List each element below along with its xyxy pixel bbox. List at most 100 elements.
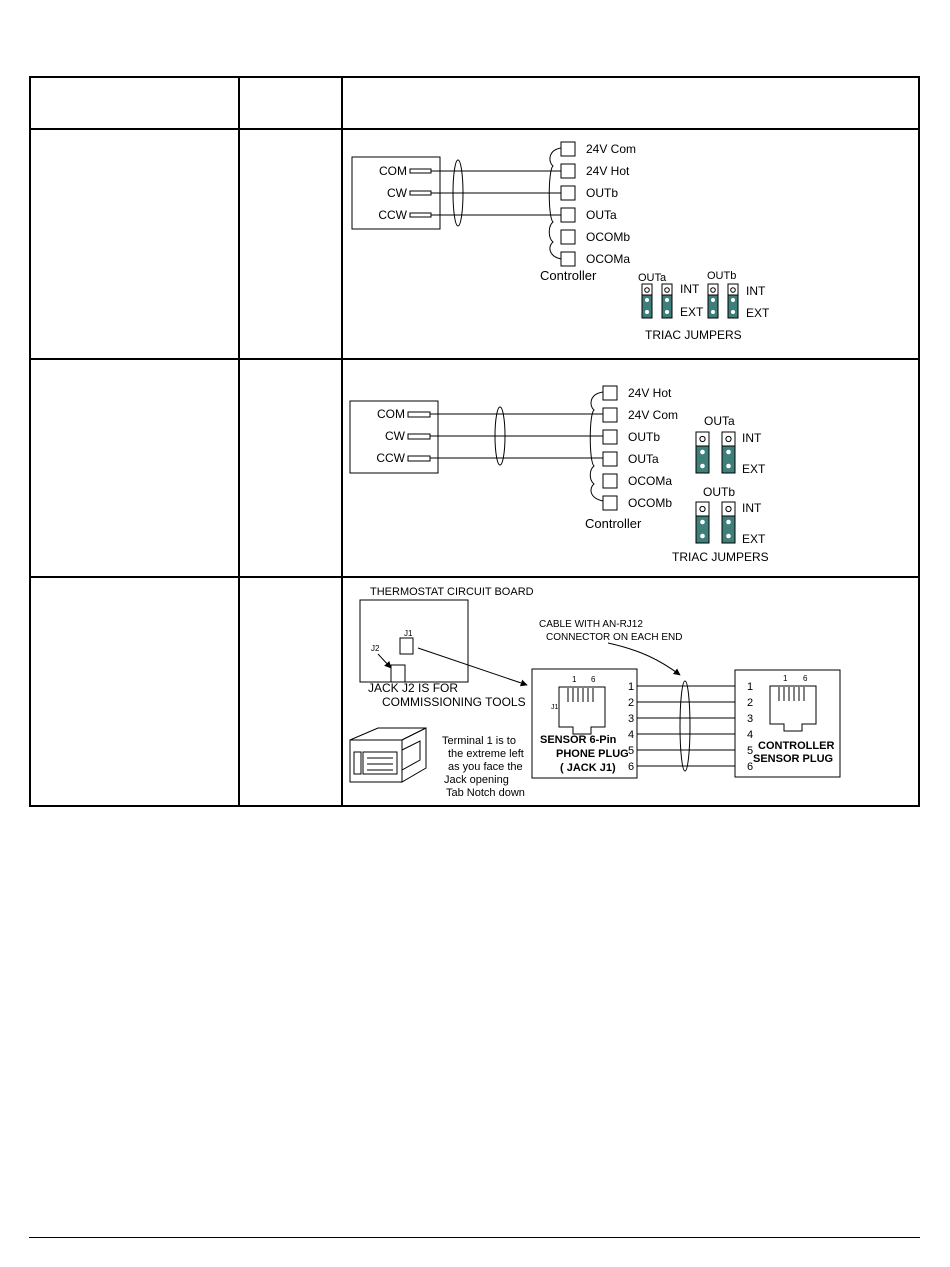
triac-jumper-a1 <box>695 431 710 474</box>
terminal-note-1: Terminal 1 is to <box>442 735 516 747</box>
actuator-wiring-diagram-1: COM CW CCW 24V Com 24V Hot OUTb OUTa OCO… <box>351 141 770 342</box>
terminal-label-6: OCOMa <box>586 252 630 266</box>
pin-6-top-label-controller: 6 <box>803 674 808 683</box>
jumper-group-b-label: OUTb <box>707 270 736 282</box>
sensor-phone-plug: 1 6 J1 SENSOR 6-Pin PHONE PLUG ( JACK J1… <box>531 668 638 779</box>
jumper-shunt <box>695 445 710 474</box>
wire-label-com: COM <box>377 407 405 421</box>
cable-note-pointer <box>607 642 681 676</box>
cable-bundle <box>452 159 464 227</box>
terminal-box-1 <box>560 141 576 157</box>
wire-label-ccw: CCW <box>376 451 405 465</box>
terminal-label-4: OUTa <box>628 452 659 466</box>
column-divider-1 <box>238 78 240 805</box>
thermostat-circuit-board <box>359 599 469 683</box>
board-title: THERMOSTAT CIRCUIT BOARD <box>370 586 534 598</box>
socket-contacts <box>778 687 805 701</box>
j1-label: J1 <box>404 629 413 638</box>
terminal-note-2: the extreme left <box>448 748 524 760</box>
ext-label-b: EXT <box>742 532 766 546</box>
sensor-pin-2: 2 <box>628 697 634 709</box>
row-divider-2 <box>31 576 918 578</box>
sensor-plug-title-2: PHONE PLUG <box>556 748 629 760</box>
controller-pin-1: 1 <box>747 681 753 693</box>
triac-jumpers-caption: TRIAC JUMPERS <box>645 328 742 342</box>
pin-ccw <box>407 455 431 462</box>
controller-pin-labels: 1 2 3 4 5 6 <box>747 681 753 773</box>
cable-bundle <box>679 680 691 772</box>
row-divider-header <box>31 128 918 130</box>
controller-pin-2: 2 <box>747 697 753 709</box>
sensor-pin-4: 4 <box>628 729 634 741</box>
controller-label: Controller <box>585 516 642 531</box>
triac-jumper-a1 <box>641 283 653 319</box>
jumper-shunt <box>721 445 736 474</box>
j2-label: J2 <box>371 644 380 653</box>
pin-1-top-label: 1 <box>572 675 577 684</box>
int-label-b: INT <box>746 284 766 298</box>
rj12-jack-illustration <box>349 727 427 783</box>
sensor-pin-5: 5 <box>628 745 634 757</box>
terminal-label-3: OUTb <box>628 430 660 444</box>
pin-com <box>407 411 431 418</box>
sensor-cable-diagram: THERMOSTAT CIRCUIT BOARD J1 J2 JACK J2 I… <box>349 586 841 799</box>
controller-pin-4: 4 <box>747 729 753 741</box>
triac-jumpers-caption: TRIAC JUMPERS <box>672 550 769 564</box>
footer-rule <box>29 1237 920 1238</box>
wire-label-com: COM <box>379 164 407 178</box>
terminal-box-3 <box>560 185 576 201</box>
controller-pin-5: 5 <box>747 745 753 757</box>
jumper-shunt <box>661 294 673 319</box>
ext-label-b: EXT <box>746 306 770 320</box>
triac-jumper-a2 <box>721 431 736 474</box>
terminal-label-6: OCOMb <box>628 496 672 510</box>
jumper-shunt <box>721 515 736 544</box>
cable-bundle <box>494 406 506 466</box>
wire-label-ccw: CCW <box>378 208 407 222</box>
terminal-label-1: 24V Hot <box>628 386 672 400</box>
terminal-box-6 <box>602 495 618 511</box>
jumper-shunt <box>695 515 710 544</box>
jack-j2-note-2: COMMISSIONING TOOLS <box>382 695 526 709</box>
terminal-box-6 <box>560 251 576 267</box>
jack-j1-chip <box>399 637 414 655</box>
terminal-box-5 <box>602 473 618 489</box>
wire-label-cw: CW <box>385 429 406 443</box>
terminal-label-3: OUTb <box>586 186 618 200</box>
j2-pointer <box>377 653 392 669</box>
wiring-table <box>29 76 920 807</box>
jumper-shunt <box>727 294 739 319</box>
terminal-label-1: 24V Com <box>586 142 636 156</box>
terminal-label-2: 24V Hot <box>586 164 630 178</box>
sensor-pin-1: 1 <box>628 681 634 693</box>
terminal-box-5 <box>560 229 576 245</box>
triac-jumper-b1 <box>695 501 710 544</box>
triac-jumper-b2 <box>721 501 736 544</box>
triac-jumper-b1 <box>707 283 719 319</box>
jack-j2-chip <box>390 664 406 683</box>
terminal-box-4 <box>560 207 576 223</box>
terminal-box-1 <box>602 385 618 401</box>
column-divider-2 <box>341 78 343 805</box>
cable-note-1: CABLE WITH AN-RJ12 <box>539 619 643 630</box>
terminal-box-3 <box>602 429 618 445</box>
cable-note-2: CONNECTOR ON EACH END <box>546 632 683 643</box>
terminal-box-2 <box>602 407 618 423</box>
ext-label-a: EXT <box>680 305 704 319</box>
sensor-plug-title-1: SENSOR 6-Pin <box>540 734 617 746</box>
terminal-note-4: Jack opening <box>444 774 509 786</box>
jumper-shunt <box>707 294 719 319</box>
controller-plug-title-2: SENSOR PLUG <box>753 753 833 765</box>
pin-6-top-label: 6 <box>591 675 596 684</box>
int-label-b: INT <box>742 501 762 515</box>
jack-j2-note-1: JACK J2 IS FOR <box>368 681 458 695</box>
jumper-group-a-label: OUTa <box>638 272 667 284</box>
terminal-label-2: 24V Com <box>628 408 678 422</box>
terminal-bracket <box>589 391 604 502</box>
cable-conductors <box>637 685 735 767</box>
controller-pin-6: 6 <box>747 761 753 773</box>
controller-pin-3: 3 <box>747 713 753 725</box>
wire-label-cw: CW <box>387 186 408 200</box>
jumper-shunt <box>641 294 653 319</box>
pin-ccw <box>409 212 432 218</box>
